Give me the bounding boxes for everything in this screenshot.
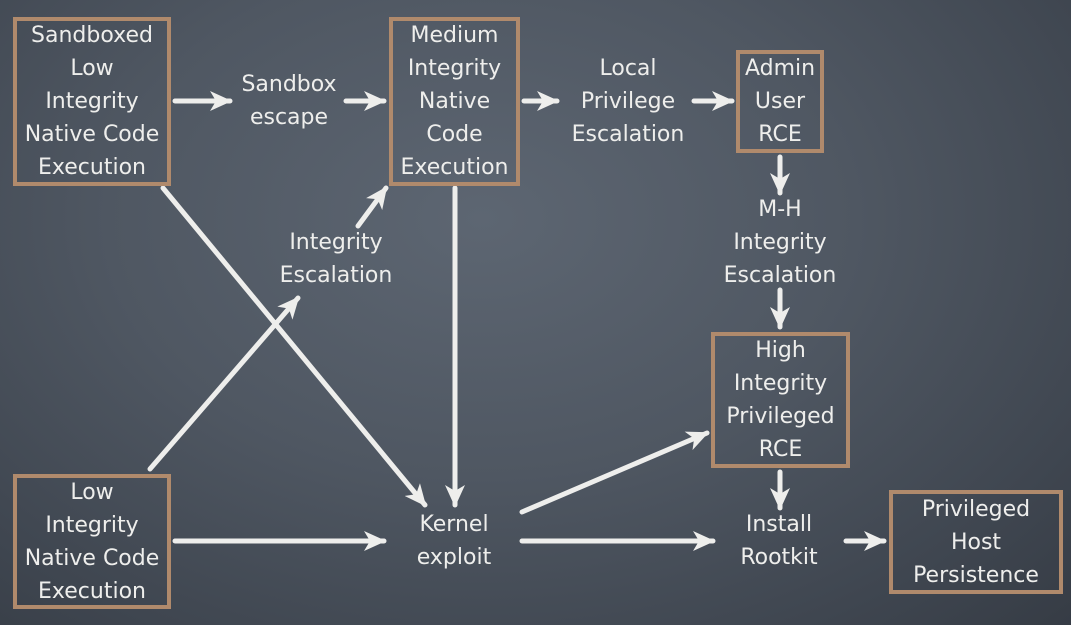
node-admin-user-rce: Admin User RCE bbox=[736, 50, 824, 153]
node-text-line: Integrity bbox=[45, 512, 139, 538]
node-text-line: Execution bbox=[400, 155, 509, 180]
arrow-kernel-to-high bbox=[519, 430, 710, 515]
node-text-line: Integrity bbox=[733, 371, 828, 396]
label-text-line: Local bbox=[599, 56, 657, 81]
node-text-line: User bbox=[754, 89, 806, 114]
node-text-line: Code bbox=[426, 122, 483, 147]
label-text-line: Kernel bbox=[419, 512, 489, 537]
label-text-line: Escalation bbox=[723, 263, 837, 288]
node-medium-integrity-native-code-execution: Medium Integrity Native Code Execution bbox=[389, 17, 520, 186]
node-low-integrity-native-code-execution: Low Integrity Native Code Execution bbox=[13, 474, 171, 609]
edge-label-sandbox-escape: Sandbox escape bbox=[222, 68, 356, 134]
node-text-line: Low bbox=[70, 479, 114, 505]
arrow-integrity-escalation-to-medium bbox=[355, 185, 389, 229]
node-text-line: Native Code bbox=[24, 122, 160, 147]
label-text-line: Install bbox=[745, 512, 813, 537]
node-text-line: Privileged bbox=[726, 404, 835, 429]
node-text-line: RCE bbox=[758, 437, 803, 462]
label-text-line: Rootkit bbox=[740, 545, 818, 570]
node-text-line: Admin bbox=[744, 56, 816, 81]
label-text-line: Privilege bbox=[580, 89, 676, 114]
node-text-line: Integrity bbox=[45, 89, 139, 114]
node-text-line: Privileged bbox=[921, 496, 1031, 522]
node-text-line: Low bbox=[70, 56, 114, 81]
label-text-line: exploit bbox=[416, 545, 492, 570]
edge-label-install-rootkit: Install Rootkit bbox=[712, 508, 846, 574]
node-text-line: Persistence bbox=[913, 562, 1039, 588]
node-text-line: Native bbox=[418, 89, 491, 114]
node-high-integrity-privileged-rce: High Integrity Privileged RCE bbox=[711, 332, 850, 468]
label-text-line: M-H bbox=[758, 197, 802, 222]
node-privileged-host-persistence: Privileged Host Persistence bbox=[889, 490, 1063, 594]
label-text-line: escape bbox=[249, 105, 329, 130]
edge-label-integrity-escalation: Integrity Escalation bbox=[262, 226, 410, 292]
node-text-line: Native Code bbox=[24, 545, 160, 571]
node-text-line: Integrity bbox=[407, 56, 502, 81]
arrow-lowint-to-integrity-escalation bbox=[147, 295, 301, 472]
node-text-line: Host bbox=[950, 529, 1002, 555]
node-text-line: Execution bbox=[38, 578, 146, 604]
edge-label-local-privilege-escalation: Local Privilege Escalation bbox=[558, 52, 698, 151]
node-text-line: Execution bbox=[38, 155, 146, 180]
arrow-sandboxed-to-kernel bbox=[160, 185, 428, 508]
node-text-line: RCE bbox=[758, 122, 802, 147]
edge-label-kernel-exploit: Kernel exploit bbox=[388, 508, 520, 574]
label-text-line: Escalation bbox=[571, 122, 685, 147]
label-text-line: Integrity bbox=[733, 230, 827, 255]
node-text-line: High bbox=[755, 338, 806, 363]
label-text-line: Escalation bbox=[279, 263, 393, 288]
node-sandboxed-low-integrity-native-code-execution: Sandboxed Low Integrity Native Code Exec… bbox=[13, 17, 171, 186]
node-text-line: Medium bbox=[410, 23, 499, 48]
edge-label-mh-integrity-escalation: M-H Integrity Escalation bbox=[710, 193, 850, 292]
label-text-line: Integrity bbox=[289, 230, 383, 255]
node-text-line: Sandboxed bbox=[31, 23, 153, 48]
label-text-line: Sandbox bbox=[241, 72, 337, 97]
